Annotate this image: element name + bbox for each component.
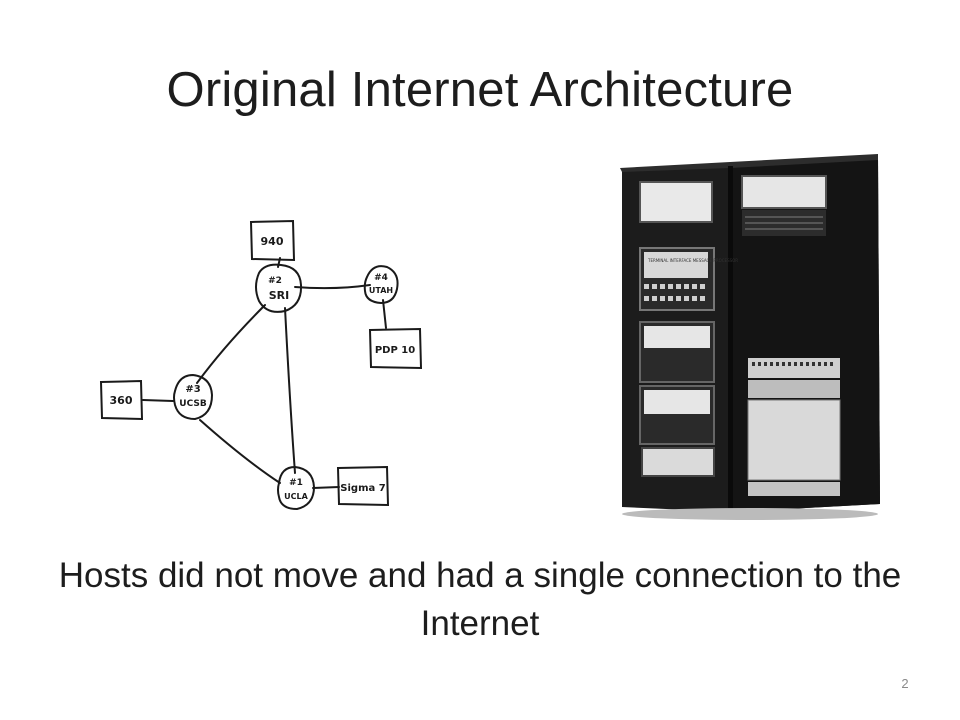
node-sri-num: #2 <box>268 276 282 286</box>
node-ucsb-num: #3 <box>185 384 200 395</box>
page-number: 2 <box>901 676 909 691</box>
node-sri-label: SRI <box>269 289 290 302</box>
network-diagram-svg: 940 PDP 10 360 Sigma 7 #2 SRI #4 UTAH #3… <box>99 219 423 511</box>
slide-title: Original Internet Architecture <box>166 63 794 117</box>
arpanet-network-diagram: 940 PDP 10 360 Sigma 7 #2 SRI #4 UTAH #3… <box>95 205 430 525</box>
link-utah-pdp10 <box>382 299 387 329</box>
panel-label: TERMINAL INTERFACE MESSAGE PROCESSOR <box>647 258 738 263</box>
node-sri <box>255 263 303 313</box>
imp-computer-photo: TERMINAL INTERFACE MESSAGE PROCESSOR <box>612 152 884 530</box>
box-940 <box>249 219 296 262</box>
link-sri-utah <box>294 284 371 290</box>
host-sigma7-label: Sigma 7 <box>340 483 385 494</box>
link-ucla-sigma7 <box>312 486 340 489</box>
node-utah <box>363 265 399 305</box>
host-pdp10-label: PDP 10 <box>375 345 415 356</box>
link-sri-ucla <box>284 307 296 474</box>
slide-caption: Hosts did not move and had a single conn… <box>58 556 902 643</box>
node-ucla-num: #1 <box>289 478 303 488</box>
node-utah-num: #4 <box>374 273 388 283</box>
node-ucsb <box>173 373 214 421</box>
node-ucsb-label: UCSB <box>179 399 207 409</box>
node-utah-label: UTAH <box>369 286 393 295</box>
link-ucsb-360 <box>142 399 174 402</box>
host-940-label: 940 <box>261 235 284 248</box>
node-ucla <box>277 465 316 511</box>
host-360-label: 360 <box>110 394 133 407</box>
link-sri-ucsb <box>196 304 266 384</box>
imp-cabinet-illustration: TERMINAL INTERFACE MESSAGE PROCESSOR <box>620 154 880 520</box>
box-pdp10 <box>368 327 423 370</box>
box-sigma7 <box>336 465 390 507</box>
link-ucsb-ucla <box>199 419 281 484</box>
node-ucla-label: UCLA <box>284 492 308 501</box>
box-360 <box>99 379 144 421</box>
